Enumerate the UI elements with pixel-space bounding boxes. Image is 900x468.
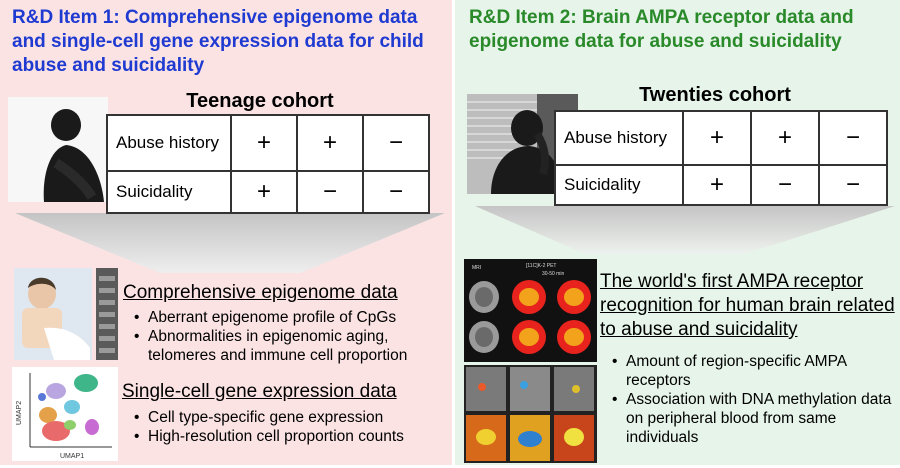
right-cohort-table: Abuse history + + − Suicidality + − − xyxy=(554,110,888,206)
left-title: R&D Item 1: Comprehensive epigenome data… xyxy=(12,7,424,76)
cell-minus: − xyxy=(362,114,430,172)
umap-y-label: UMAP2 xyxy=(16,401,23,425)
scan-label-time: 30-50 min xyxy=(542,271,564,277)
row-label-abuse-history: Abuse history xyxy=(554,110,684,166)
cell-plus: + xyxy=(296,114,364,172)
cell-plus: + xyxy=(750,110,820,166)
epigenome-bullet-list: Aberrant epigenome profile of CpGs Abnor… xyxy=(134,308,450,365)
umap-x-label: UMAP1 xyxy=(60,453,84,460)
right-title: R&D Item 2: Brain AMPA receptor data and… xyxy=(469,7,854,52)
list-item: Amount of region-specific AMPA receptors xyxy=(612,352,895,390)
list-item: Abnormalities in epigenomic aging, telom… xyxy=(134,327,450,365)
table-row: Abuse history + + − xyxy=(106,114,430,172)
cell-minus: − xyxy=(818,110,888,166)
list-item: Association with DNA methylation data on… xyxy=(612,390,895,447)
left-funnel-shape xyxy=(15,213,445,273)
brain-region-overlay-images xyxy=(464,365,597,463)
table-row: Abuse history + + − xyxy=(554,110,888,166)
left-panel: R&D Item 1: Comprehensive epigenome data… xyxy=(0,0,452,465)
cell-plus: + xyxy=(230,170,298,214)
epigenome-section-title: Comprehensive epigenome data xyxy=(123,282,398,303)
row-label-suicidality: Suicidality xyxy=(106,170,232,214)
right-cohort-label: Twenties cohort xyxy=(639,84,791,106)
brain-pet-mri-scans: MRI [11C]K-2 PET 30-50 min xyxy=(464,259,597,362)
table-row: Suicidality + − − xyxy=(554,164,888,206)
left-cohort-label: Teenage cohort xyxy=(186,90,334,112)
list-item: Cell type-specific gene expression xyxy=(134,408,450,427)
list-item: High-resolution cell proportion counts xyxy=(134,427,450,446)
teen-silhouette-photo xyxy=(8,97,108,202)
scan-label-mri: MRI xyxy=(472,265,481,271)
blood-sampling-photo xyxy=(14,268,118,360)
cell-plus: + xyxy=(682,110,752,166)
left-cohort-table: Abuse history + + − Suicidality + − − xyxy=(106,114,430,214)
cell-minus: − xyxy=(296,170,364,214)
ampa-bullet-list: Amount of region-specific AMPA receptors… xyxy=(612,352,895,447)
list-item: Aberrant epigenome profile of CpGs xyxy=(134,308,450,327)
right-funnel-shape xyxy=(475,206,895,254)
cell-plus: + xyxy=(230,114,298,172)
cell-minus: − xyxy=(362,170,430,214)
right-panel: R&D Item 2: Brain AMPA receptor data and… xyxy=(455,0,900,465)
cell-minus: − xyxy=(818,164,888,206)
single-cell-bullet-list: Cell type-specific gene expression High-… xyxy=(134,408,450,446)
umap-plot: UMAP2 UMAP1 xyxy=(12,367,118,461)
row-label-suicidality: Suicidality xyxy=(554,164,684,206)
cell-plus: + xyxy=(682,164,752,206)
table-row: Suicidality + − − xyxy=(106,170,430,214)
row-label-abuse-history: Abuse history xyxy=(106,114,232,172)
ampa-section-title: The world's first AMPA receptor recognit… xyxy=(600,271,895,340)
cell-minus: − xyxy=(750,164,820,206)
single-cell-section-title: Single-cell gene expression data xyxy=(122,381,397,402)
scan-label-pet: [11C]K-2 PET xyxy=(526,263,556,269)
